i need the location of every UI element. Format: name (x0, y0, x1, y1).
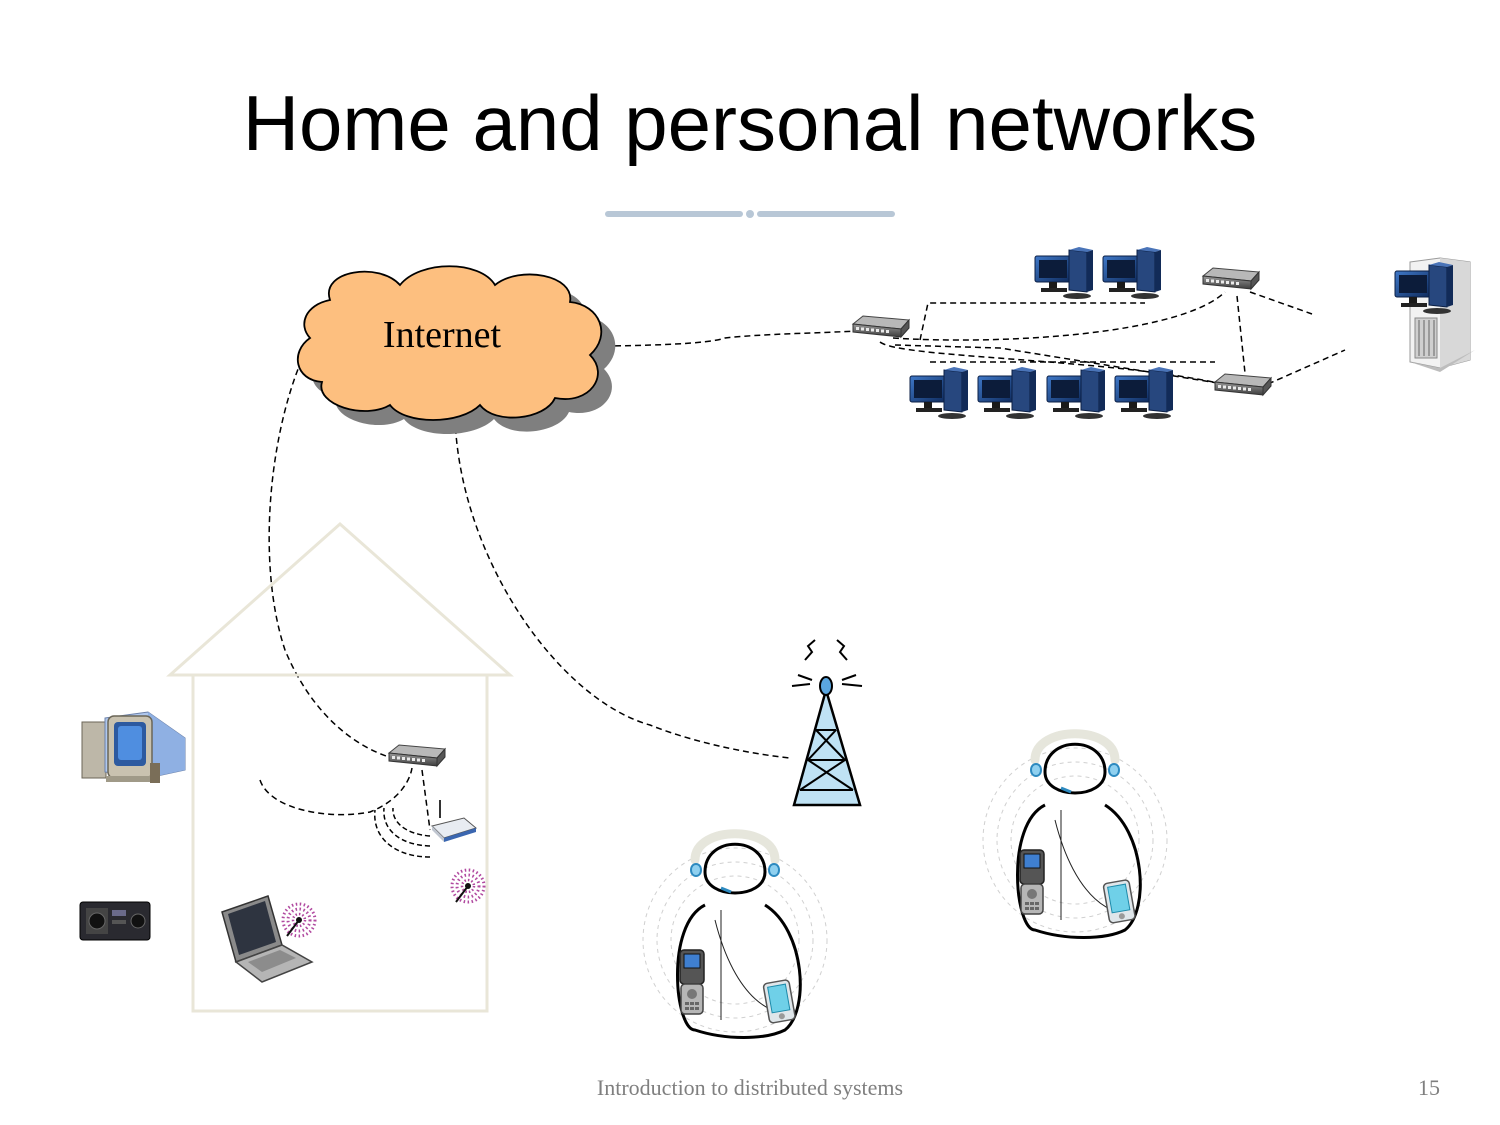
desktop-computer-icon (909, 366, 969, 420)
internet-to-cell-tower-link (454, 417, 791, 759)
desktop-computer-icon (1114, 366, 1174, 420)
internet-to-home-link (268, 341, 393, 759)
person-with-headset-icon (983, 734, 1167, 938)
house-outline (166, 521, 514, 1013)
internet-label: Internet (383, 314, 502, 356)
slide-title: Home and personal networks (242, 79, 1258, 167)
title-divider (605, 210, 895, 218)
enterprise-switch-icon (1202, 267, 1260, 290)
person-with-headset-icon (643, 834, 827, 1038)
home-switch-to-pc-link (259, 767, 413, 816)
network-links (259, 291, 1346, 831)
crt-computer-icon (81, 711, 186, 783)
page-number: 15 (1418, 1075, 1440, 1100)
wireless-router-icon (374, 800, 478, 858)
antenna-icon (450, 868, 486, 904)
internet-cloud-icon: Internet (296, 265, 616, 434)
desktop-computer-icon (1034, 246, 1094, 300)
antenna-icon (281, 902, 317, 938)
desktop-computer-icon (1102, 246, 1162, 300)
enterprise-switch-icon (1214, 373, 1272, 396)
desktop-computer-icon (977, 366, 1037, 420)
desktop-computer-icon (1046, 366, 1106, 420)
home-switch-to-router-link (421, 769, 431, 831)
laptop-icon (221, 895, 314, 983)
stereo-icon (79, 901, 151, 941)
home-switch-icon (388, 744, 446, 767)
enterprise-switch-icon (852, 315, 910, 338)
cell-tower-icon (791, 639, 863, 807)
internet-to-enterprise-link (604, 330, 859, 347)
slide-footer: Introduction to distributed systems (596, 1075, 904, 1100)
